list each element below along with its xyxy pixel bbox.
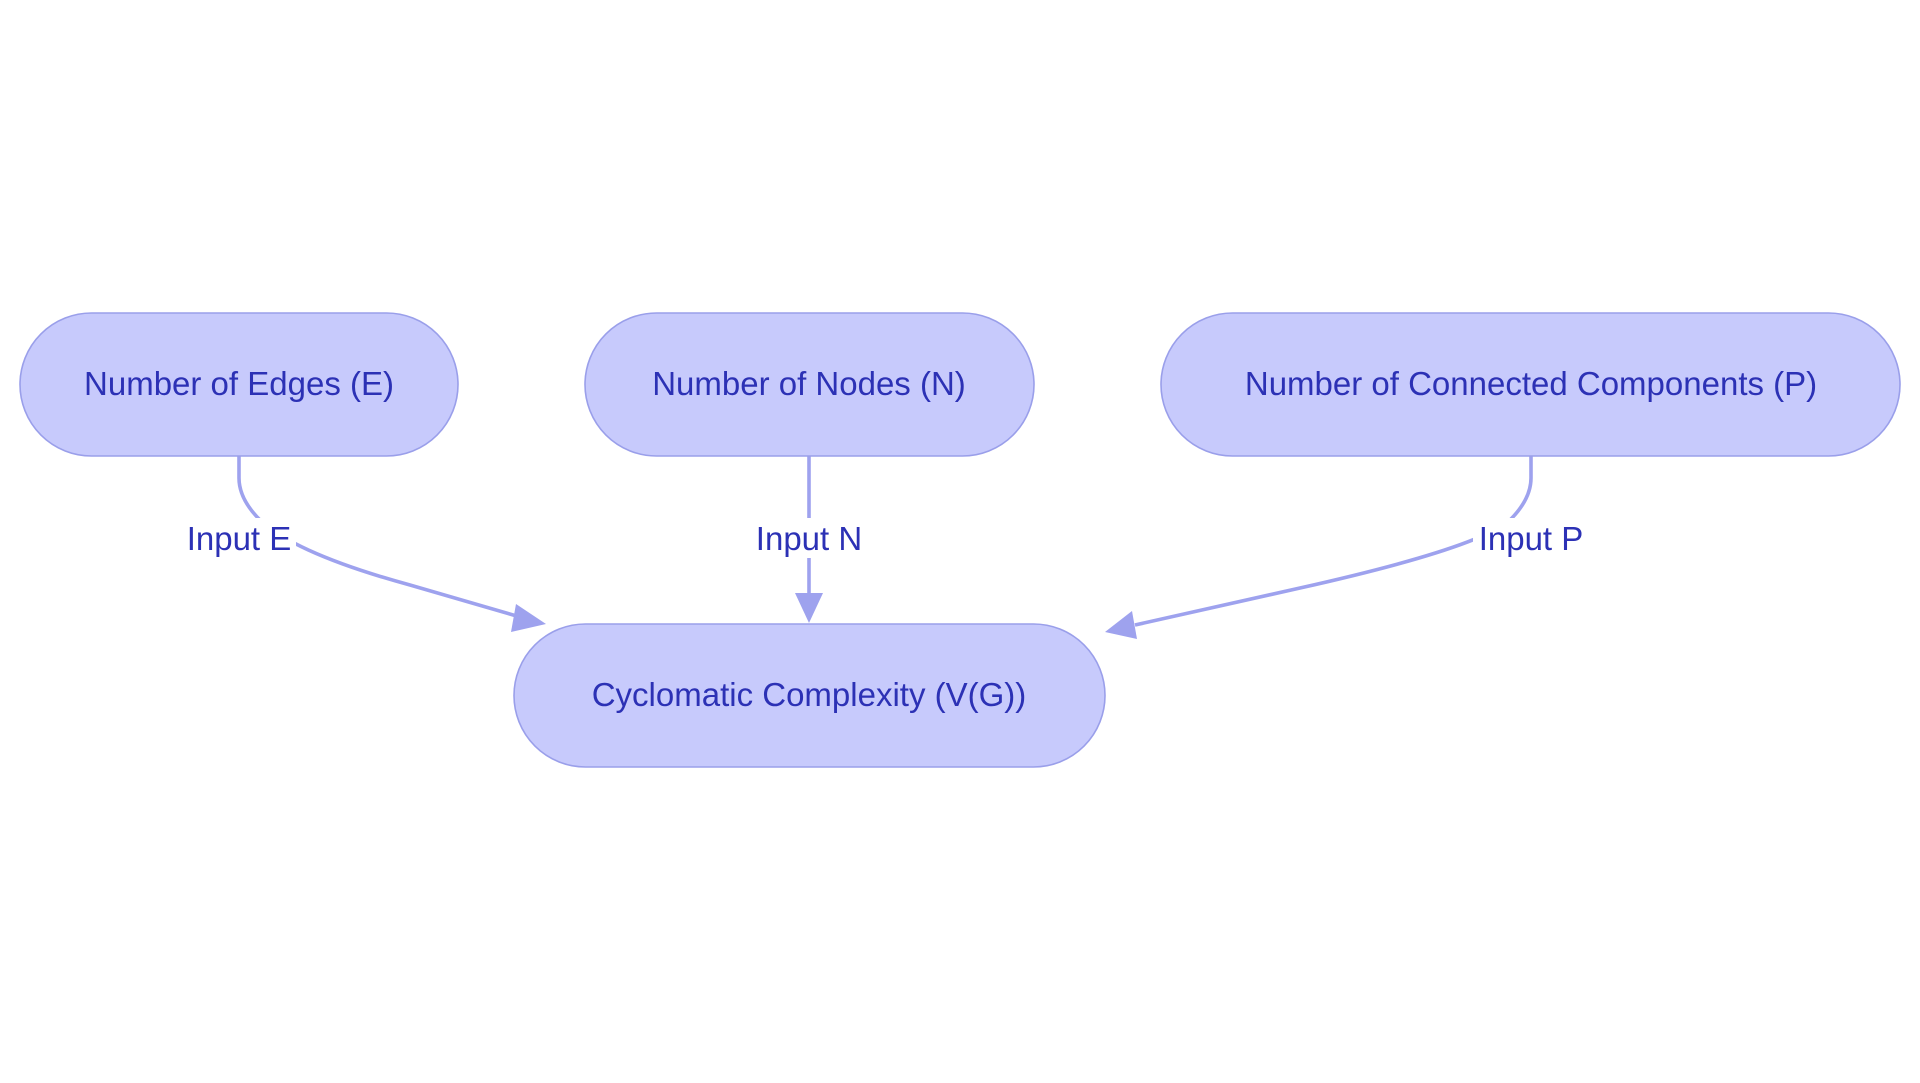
edge-label-input-n: Input N xyxy=(756,520,862,557)
edge-path xyxy=(1134,456,1533,627)
edge-label-background xyxy=(180,518,296,558)
edge-label-background xyxy=(748,518,870,558)
node-number-of-connected-components[interactable]: Number of Connected Components (P) xyxy=(1160,312,1901,457)
node-cyclomatic-complexity[interactable]: Cyclomatic Complexity (V(G)) xyxy=(513,623,1106,768)
node-shape xyxy=(513,623,1106,768)
edge-label-input-p: Input P xyxy=(1479,520,1584,557)
edge-label-input-e: Input E xyxy=(187,520,292,557)
node-shape xyxy=(19,312,459,457)
node-shape xyxy=(1160,312,1901,457)
arrowhead-icon xyxy=(795,593,823,623)
edge-n-to-vg: Input N xyxy=(748,456,870,623)
arrowhead-icon xyxy=(1105,611,1137,639)
node-number-of-nodes[interactable]: Number of Nodes (N) xyxy=(584,312,1035,457)
node-number-of-edges[interactable]: Number of Edges (E) xyxy=(19,312,459,457)
arrowhead-icon xyxy=(511,604,546,632)
edge-e-to-vg: Input E xyxy=(180,456,546,632)
node-label: Number of Edges (E) xyxy=(84,365,394,402)
node-label: Cyclomatic Complexity (V(G)) xyxy=(592,676,1027,713)
node-shape xyxy=(584,312,1035,457)
edge-label-background xyxy=(1473,518,1589,558)
edge-p-to-vg: Input P xyxy=(1105,456,1589,639)
node-label: Number of Connected Components (P) xyxy=(1245,365,1817,402)
node-label: Number of Nodes (N) xyxy=(652,365,966,402)
